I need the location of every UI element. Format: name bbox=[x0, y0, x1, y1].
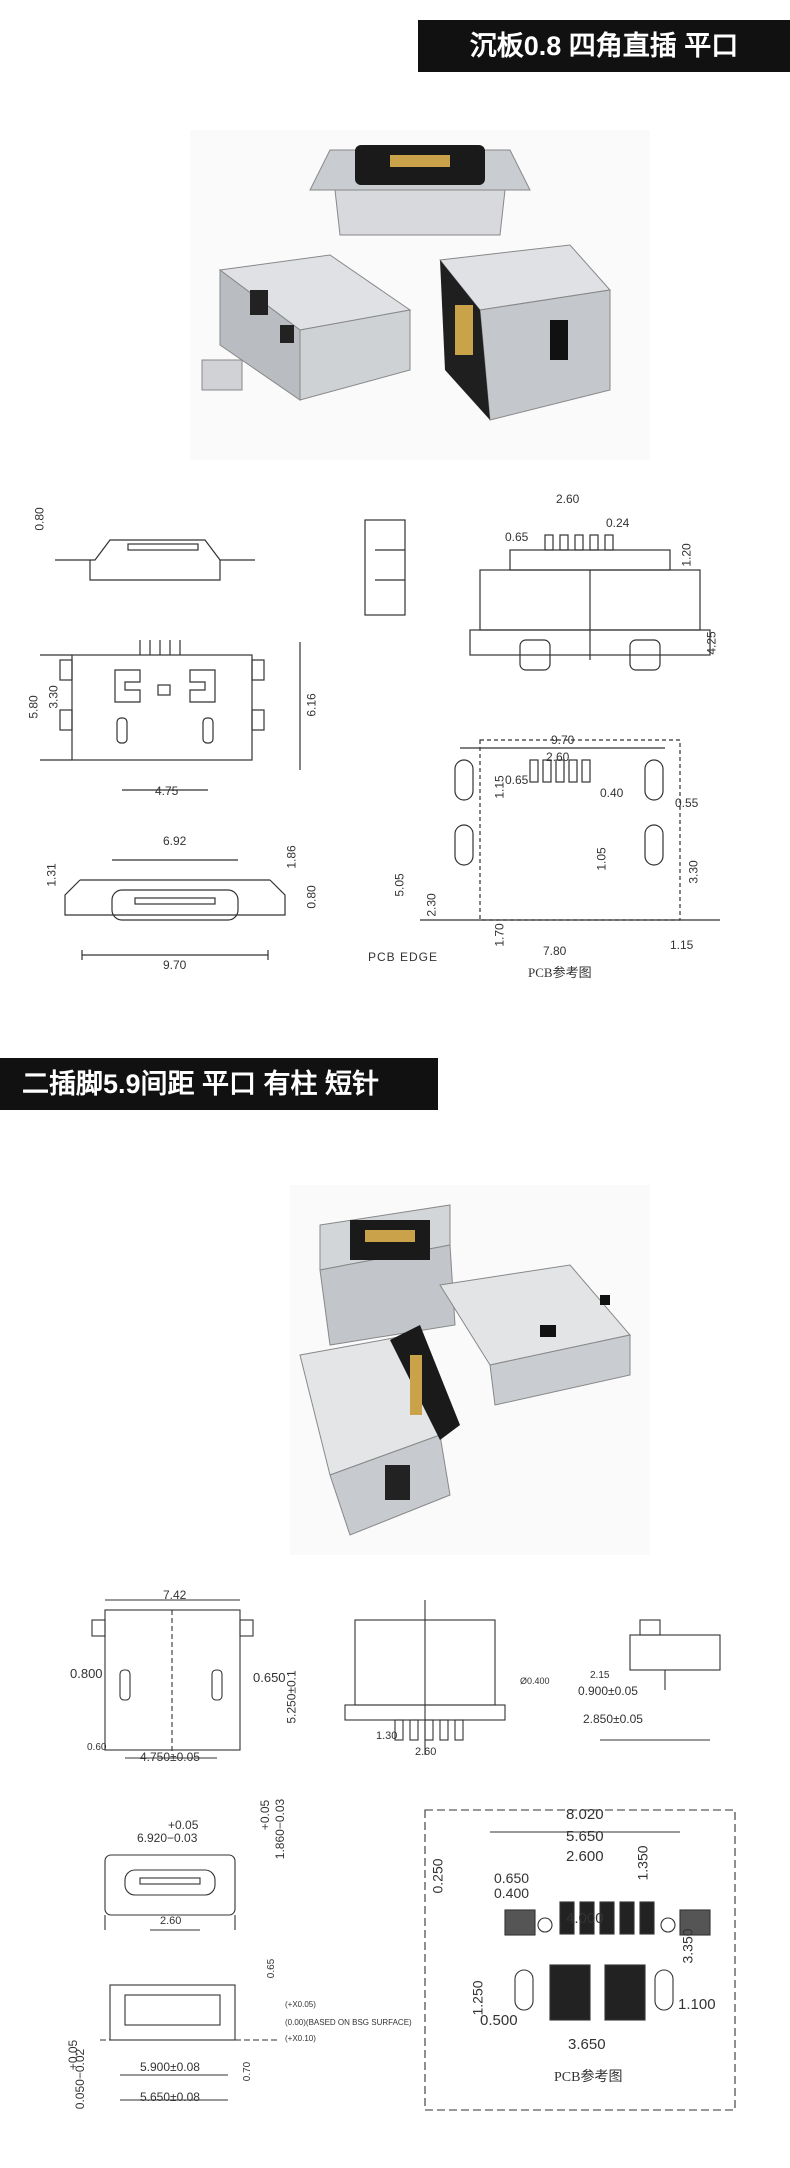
dim-120: 1.20 bbox=[679, 543, 694, 567]
pcb2-dim-8020: 8.020 bbox=[566, 1806, 604, 1823]
pcb2-dim-1250: 1.250 bbox=[469, 1980, 486, 2016]
s2-dim-070: 0.70 bbox=[242, 2061, 254, 2082]
pcb-dim-780: 7.80 bbox=[543, 944, 567, 958]
s2-dim-1860: 1.860−0.03 bbox=[273, 1798, 288, 1860]
connector-back bbox=[309, 145, 531, 236]
pcb-dim-330: 3.30 bbox=[686, 860, 701, 884]
s2-dim-260-b: 2.60 bbox=[160, 1915, 182, 1927]
pcb-caption-2: PCB参考图 bbox=[554, 2070, 623, 2085]
connector-right-2 bbox=[439, 1264, 631, 1406]
dim-475: 4.75 bbox=[155, 784, 179, 798]
s2-dim-0050: 0.050−0.02 bbox=[73, 2048, 88, 2110]
connector-right bbox=[439, 244, 611, 421]
s2-dim-2850: 2.850±0.05 bbox=[583, 1712, 643, 1726]
s2-dim-0900: 0.900±0.05 bbox=[578, 1684, 638, 1698]
pcb2-dim-0650: 0.650 bbox=[494, 1870, 530, 1886]
dim-692: 6.92 bbox=[163, 834, 187, 848]
s2-dim-260-a: 2.60 bbox=[415, 1746, 437, 1758]
product-photo-2 bbox=[290, 1185, 650, 1555]
s2-dim-plus005-b: +0.05 bbox=[258, 1799, 273, 1831]
pcb-dim-115-b: 1.15 bbox=[670, 938, 694, 952]
s2-dim-6920: 6.920−0.03 bbox=[137, 1831, 198, 1845]
dim-131: 1.31 bbox=[44, 863, 59, 887]
pcb-caption-1: PCB参考图 bbox=[528, 965, 592, 980]
s2-dim-plus005-a: +0.05 bbox=[168, 1818, 199, 1832]
pcb-dim-970: 9.70 bbox=[551, 733, 575, 747]
connector-left bbox=[201, 254, 412, 401]
s2-dim-130: 1.30 bbox=[376, 1730, 398, 1742]
s2-dim-0800: 0.800 bbox=[70, 1666, 103, 1681]
pcb2-dim-2600: 2.600 bbox=[566, 1848, 604, 1865]
pcb2-dim-4000: 4.000 bbox=[566, 1910, 604, 1927]
s2-dim-215: 2.15 bbox=[590, 1670, 610, 1681]
section2-banner: 二插脚5.9间距 平口 有柱 短针 bbox=[0, 1058, 438, 1110]
pcb2-dim-5650: 5.650 bbox=[566, 1828, 604, 1845]
pcb-dim-230: 2.30 bbox=[424, 893, 439, 917]
s2-dim-5250: 5.250±0.1 bbox=[284, 1670, 299, 1724]
s2-dim-060: 0.60 bbox=[87, 1742, 107, 1753]
dim-065-a: 0.65 bbox=[505, 530, 529, 544]
dim-580: 5.80 bbox=[26, 695, 41, 719]
pcb2-dim-1350: 1.350 bbox=[634, 1845, 651, 1881]
pcb2-dim-0500: 0.500 bbox=[480, 2012, 518, 2029]
product-photo-1 bbox=[190, 130, 650, 460]
dim-616: 6.16 bbox=[304, 693, 319, 717]
s2-dim-4750: 4.750±0.05 bbox=[140, 1750, 200, 1764]
dim-186: 1.86 bbox=[284, 845, 299, 869]
dim-080-b: 0.80 bbox=[304, 885, 319, 909]
pcb2-dim-3650: 3.650 bbox=[568, 2036, 606, 2053]
dim-260-a: 2.60 bbox=[556, 492, 580, 506]
pcb-dim-260: 2.60 bbox=[546, 750, 570, 764]
dim-080-a: 0.80 bbox=[32, 507, 47, 531]
pcb2-dim-3350: 3.350 bbox=[679, 1928, 696, 1964]
pcb-dim-040: 0.40 bbox=[600, 786, 624, 800]
pcb-edge-label: PCB EDGE bbox=[368, 950, 439, 964]
s2-dim-d0400: Ø0.400 bbox=[520, 1676, 550, 1686]
pcb-dim-105: 1.05 bbox=[594, 847, 609, 871]
pcb-dim-505: 5.05 bbox=[392, 873, 407, 897]
s2-dim-742: 7.42 bbox=[163, 1588, 187, 1602]
s2-dim-x010: (+X0.10) bbox=[285, 2034, 316, 2043]
dim-970-a: 9.70 bbox=[163, 958, 187, 972]
connector-back-2 bbox=[319, 1204, 456, 1346]
pcb-dim-170: 1.70 bbox=[492, 923, 507, 947]
dim-330-a: 3.30 bbox=[46, 685, 61, 709]
drawing-area-1 bbox=[40, 519, 720, 960]
pcb2-dim-0400: 0.400 bbox=[494, 1885, 530, 1901]
s2-dim-065: 0.65 bbox=[266, 1958, 278, 1979]
s2-dim-based: (0.00)(BASED ON BSG SURFACE) bbox=[285, 2018, 412, 2027]
connector-front-2 bbox=[299, 1325, 460, 1536]
pcb-dim-055: 0.55 bbox=[675, 796, 699, 810]
s2-dim-x005: (+X0.05) bbox=[285, 2000, 316, 2009]
s2-dim-5900: 5.900±0.08 bbox=[140, 2060, 200, 2074]
dim-024: 0.24 bbox=[606, 516, 630, 530]
pcb-dim-065: 0.65 bbox=[505, 773, 529, 787]
pcb2-dim-0250: 0.250 bbox=[429, 1858, 446, 1894]
pcb2-dim-1100: 1.100 bbox=[678, 1996, 716, 2013]
section1-banner: 沉板0.8 四角直插 平口 bbox=[418, 20, 790, 72]
s2-dim-0650: 0.650 bbox=[253, 1670, 286, 1685]
drawing-area-2 bbox=[91, 1599, 736, 2111]
s2-dim-5650: 5.650±0.08 bbox=[140, 2090, 200, 2104]
dim-425: 4.25 bbox=[704, 631, 719, 655]
